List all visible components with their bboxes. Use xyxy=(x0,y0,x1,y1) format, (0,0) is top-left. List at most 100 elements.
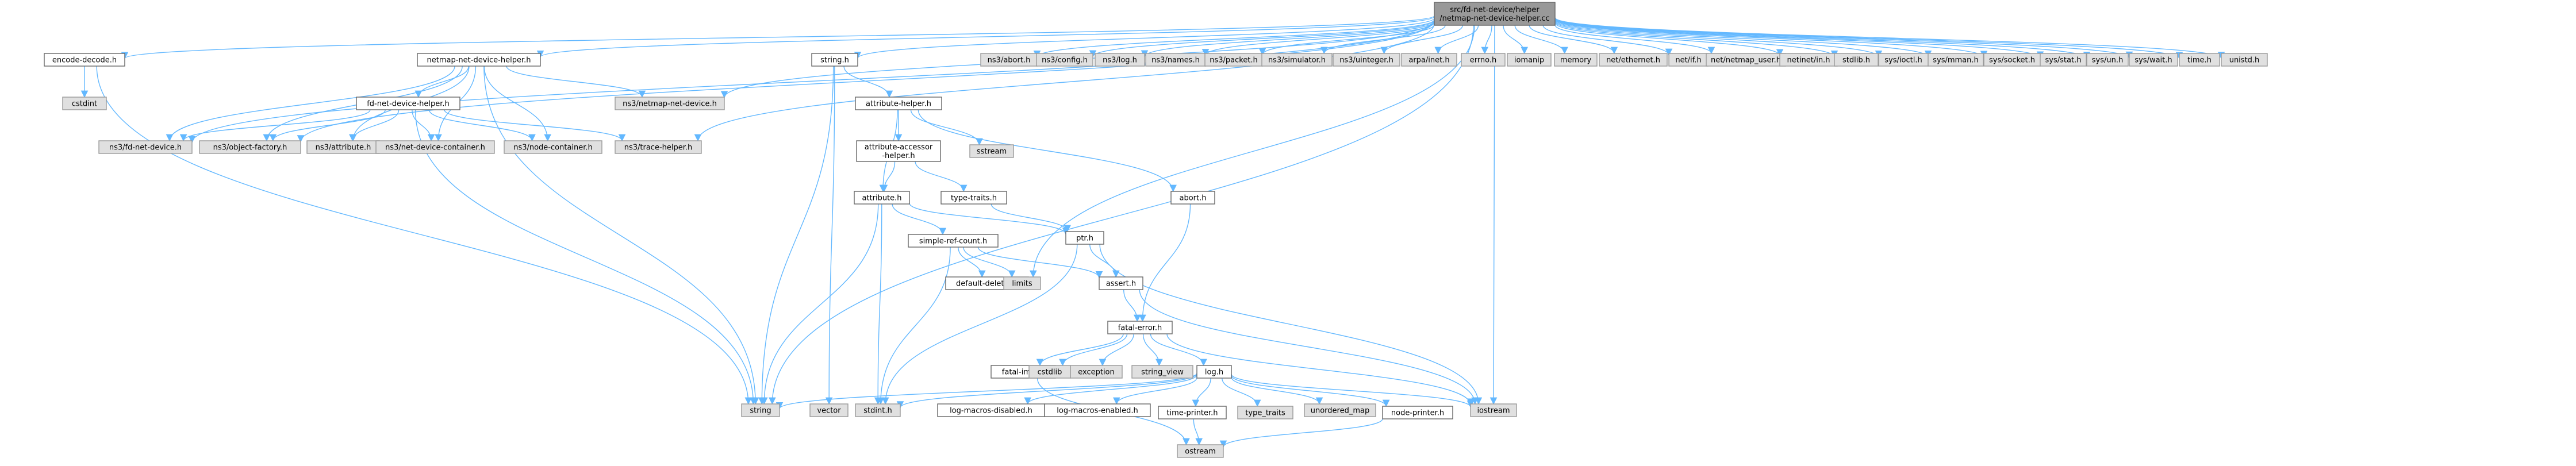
node-stdint_h-box xyxy=(855,403,901,417)
node-attr_acc[interactable]: attribute-accessor-helper.h xyxy=(856,140,941,162)
edge-root-to-ns3_fd_dev xyxy=(188,20,1435,144)
node-ns3_log-label: ns3/log.h xyxy=(1103,56,1137,65)
edge-fd_helper-to-ns3_objfactory xyxy=(269,109,386,142)
node-ptr_h-box xyxy=(1065,231,1104,245)
node-simple_ref-label: simple-ref-count.h xyxy=(919,237,987,246)
node-netmap_helper[interactable]: netmap-net-device-helper.h xyxy=(417,53,541,67)
node-type_traits_h[interactable]: type-traits.h xyxy=(940,191,1007,205)
edge-attribute_h-to-simple_ref xyxy=(892,203,947,236)
node-string_h[interactable]: string.h xyxy=(811,53,858,67)
node-ns3_attribute: ns3/attribute.h xyxy=(306,140,380,154)
edge-root-to-sys_stat xyxy=(1554,18,2044,59)
node-log_dis-label: log-macros-disabled.h xyxy=(950,407,1032,415)
node-log_h-box xyxy=(1196,365,1232,379)
node-ns3_trace-box xyxy=(615,140,702,154)
node-vector-label: vector xyxy=(817,407,841,415)
node-ns3_fd_dev-box xyxy=(98,140,193,154)
edge-root-to-sys_mman xyxy=(1554,20,1932,58)
node-fatal_error-box xyxy=(1107,321,1173,334)
node-net_if-label: net/if.h xyxy=(1675,56,1701,65)
node-root-label: src/fd-net-device/helper/netmap-net-devi… xyxy=(1439,6,1549,23)
node-ns3_packet: ns3/packet.h xyxy=(1204,53,1263,67)
node-simple_ref-box xyxy=(908,234,999,248)
node-fatal_error[interactable]: fatal-error.h xyxy=(1107,321,1173,334)
node-sstream-box xyxy=(969,144,1014,158)
node-string_h-box xyxy=(811,53,858,67)
node-exception-box xyxy=(1070,365,1123,379)
edge-root-to-ns3_log xyxy=(1141,21,1435,57)
node-sys_stat-box xyxy=(2040,53,2087,67)
node-sys_wait: sys/wait.h xyxy=(2129,53,2178,67)
node-encode[interactable]: encode-decode.h xyxy=(44,53,125,67)
edges-layer xyxy=(80,15,2225,448)
node-log_h[interactable]: log.h xyxy=(1196,365,1232,379)
node-string_view-box xyxy=(1131,365,1193,379)
node-log_en[interactable]: log-macros-enabled.h xyxy=(1044,403,1151,417)
node-iomanip: iomanip xyxy=(1507,53,1552,67)
node-default_del-label: default-deleter.h xyxy=(956,280,1018,288)
edge-encode-to-string_sys xyxy=(96,66,753,405)
node-log_dis[interactable]: log-macros-disabled.h xyxy=(937,403,1045,417)
edge-root-to-string_sys xyxy=(769,25,1474,405)
node-sys_socket-label: sys/socket.h xyxy=(1989,56,2035,65)
edge-root-to-sys_socket xyxy=(1554,18,1988,58)
node-ns3_abort: ns3/abort.h xyxy=(980,53,1038,67)
node-ns3_config: ns3/config.h xyxy=(1036,53,1093,67)
node-sys_socket: sys/socket.h xyxy=(1983,53,2041,67)
node-abort_h[interactable]: abort.h xyxy=(1170,191,1215,205)
node-log_en-box xyxy=(1044,403,1151,417)
node-attribute_h[interactable]: attribute.h xyxy=(854,191,910,205)
node-assert_h[interactable]: assert.h xyxy=(1099,276,1143,290)
node-sstream: sstream xyxy=(969,144,1014,158)
node-ns3_packet-label: ns3/packet.h xyxy=(1210,56,1258,65)
node-ns3_fd_dev: ns3/fd-net-device.h xyxy=(98,140,193,154)
node-time_printer[interactable]: time-printer.h xyxy=(1158,406,1227,419)
node-abort_h-box xyxy=(1170,191,1215,205)
node-arpa_inet-box xyxy=(1401,53,1457,67)
node-ns3_simulator-box xyxy=(1261,53,1333,67)
edge-root-to-net_if xyxy=(1542,25,1673,56)
node-limits-label: limits xyxy=(1012,280,1032,288)
node-attr_helper-box xyxy=(855,97,942,110)
node-netinet_in-label: netinet/in.h xyxy=(1787,56,1830,65)
edge-root-to-ns3_names xyxy=(1201,22,1435,56)
node-time_h-box xyxy=(2179,53,2220,67)
node-ptr_h[interactable]: ptr.h xyxy=(1065,231,1104,245)
edge-root-to-sys_ioctl xyxy=(1554,20,1883,58)
node-exception: exception xyxy=(1070,365,1123,379)
node-node_printer[interactable]: node-printer.h xyxy=(1382,406,1453,419)
edge-simple_ref-to-assert_h xyxy=(977,247,1103,279)
edge-fatal_error-to-string_view xyxy=(1142,333,1163,367)
node-ns3_nodec-label: ns3/node-container.h xyxy=(513,144,593,152)
edge-log_h-to-log_dis xyxy=(1024,374,1197,405)
node-errno_h: errno.h xyxy=(1461,53,1506,67)
edge-abort_h-to-fatal_error xyxy=(1139,203,1191,322)
node-sys_ioctl: sys/ioctl.h xyxy=(1878,53,1929,67)
node-ns3_netmap_dev: ns3/netmap-net-device.h xyxy=(615,97,725,110)
node-ns3_config-box xyxy=(1036,53,1093,67)
node-simple_ref[interactable]: simple-ref-count.h xyxy=(908,234,999,248)
node-ostream: ostream xyxy=(1177,444,1224,458)
node-ns3_objfactory: ns3/object-factory.h xyxy=(199,140,301,154)
edge-fatal_error-to-fatal_impl xyxy=(1036,333,1124,367)
node-stdint_h-label: stdint.h xyxy=(863,407,892,415)
node-memory: memory xyxy=(1554,53,1598,67)
node-node_printer-box xyxy=(1382,406,1453,419)
edge-fatal_error-to-iostream xyxy=(1166,333,1475,406)
node-time_printer-label: time-printer.h xyxy=(1166,409,1218,418)
node-sys_wait-box xyxy=(2129,53,2178,67)
node-ns3_ndc-label: ns3/net-device-container.h xyxy=(385,144,485,152)
node-ns3_ndc: ns3/net-device-container.h xyxy=(375,140,495,154)
node-ns3_uinteger: ns3/uinteger.h xyxy=(1333,53,1400,67)
node-iomanip-box xyxy=(1507,53,1552,67)
node-root[interactable]: src/fd-net-device/helper/netmap-net-devi… xyxy=(1434,2,1556,26)
node-attribute_h-box xyxy=(854,191,910,205)
edge-attr_helper-to-abort_h xyxy=(917,109,1177,192)
node-sys_mman-box xyxy=(1928,53,1984,67)
edge-node_printer-to-ostream xyxy=(1219,418,1383,448)
node-attr_helper[interactable]: attribute-helper.h xyxy=(855,97,942,110)
node-unordered_map-box xyxy=(1304,403,1376,417)
node-fd_helper[interactable]: fd-net-device-helper.h xyxy=(356,97,460,110)
node-stdlib_h: stdlib.h xyxy=(1834,53,1879,67)
edge-ptr_h-to-assert_h xyxy=(1089,244,1120,278)
